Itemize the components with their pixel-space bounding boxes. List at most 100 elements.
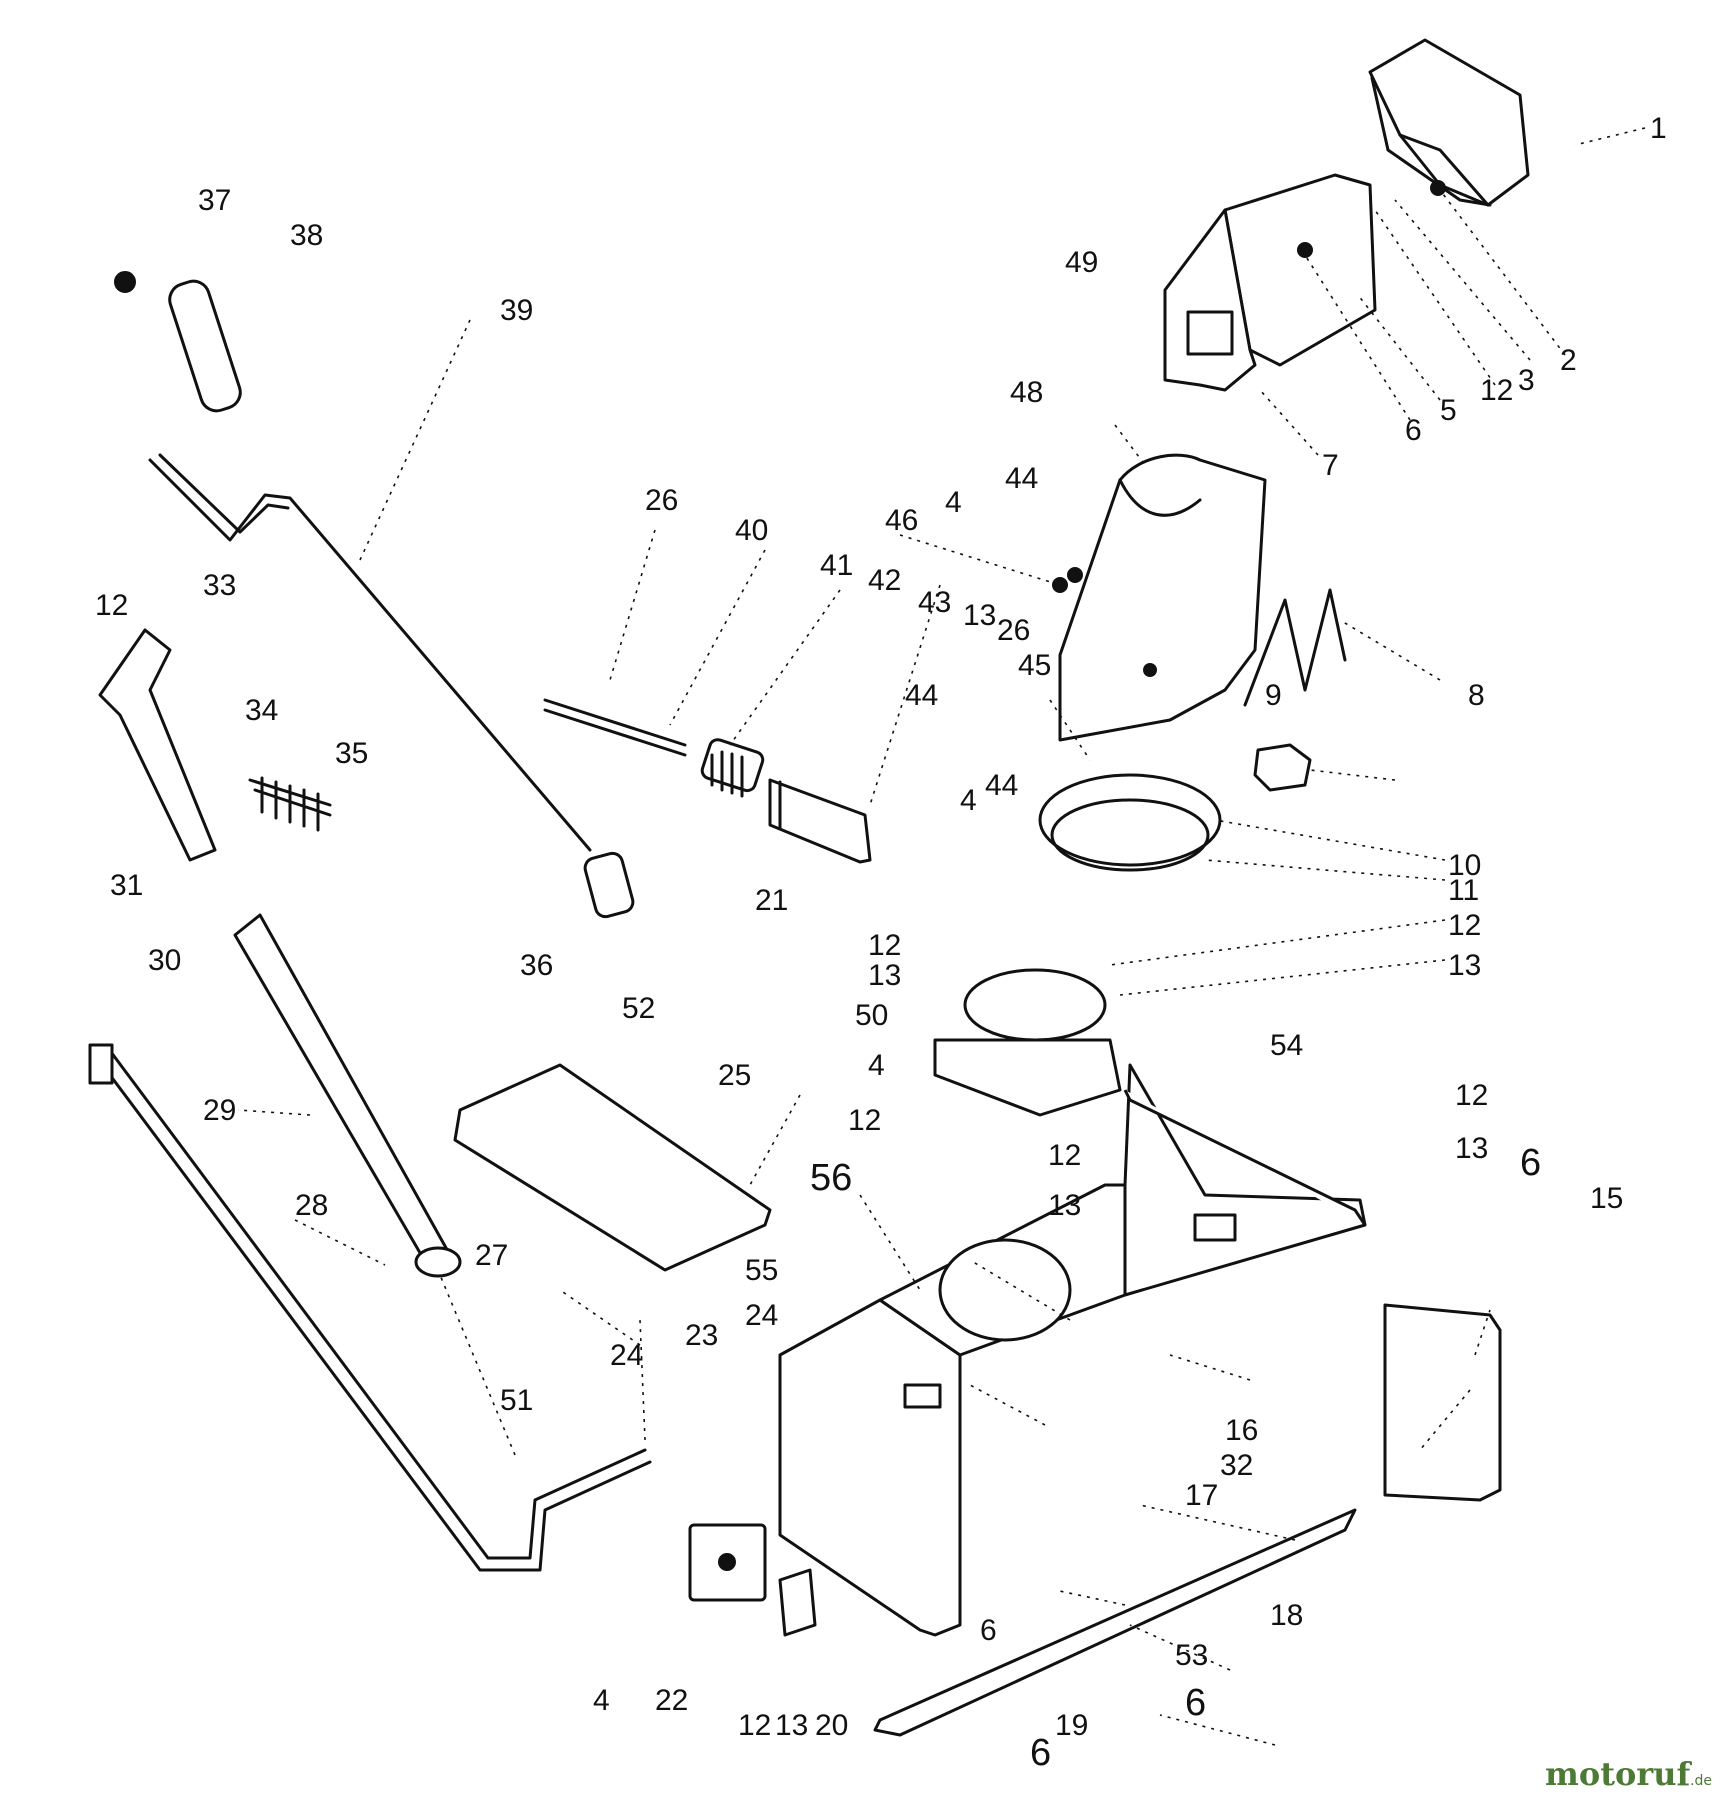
callout-40: 40 <box>735 514 768 547</box>
watermark-logo: motoruf .de <box>1545 1755 1712 1793</box>
callout-21: 21 <box>755 884 788 917</box>
callout-43: 43 <box>918 586 951 619</box>
callout-49: 49 <box>1065 246 1098 279</box>
callout-6e: 6 <box>980 1614 997 1647</box>
callout-13b: 13 <box>963 599 996 632</box>
callout-4c: 4 <box>868 1049 885 1082</box>
callout-6d: 6 <box>1030 1732 1051 1774</box>
callout-22: 22 <box>655 1684 688 1717</box>
callout-5: 5 <box>1440 394 1457 427</box>
callout-2: 2 <box>1560 344 1577 377</box>
callout-12f: 12 <box>848 1104 881 1137</box>
callout-12e: 12 <box>1455 1079 1488 1112</box>
callout-26b: 26 <box>997 614 1030 647</box>
callout-13e: 13 <box>1048 1189 1081 1222</box>
watermark-suffix: .de <box>1690 1773 1712 1789</box>
callout-12d: 12 <box>868 929 901 962</box>
callout-55: 55 <box>745 1254 778 1287</box>
callout-56: 56 <box>810 1157 852 1199</box>
callout-39: 39 <box>500 294 533 327</box>
callout-13d: 13 <box>1455 1132 1488 1165</box>
side-panel-part-15 <box>1383 1303 1502 1502</box>
callout-36: 36 <box>520 949 553 982</box>
bracket-part-22 <box>688 1523 767 1602</box>
callout-13a: 13 <box>1448 949 1481 982</box>
callout-23: 23 <box>685 1319 718 1352</box>
chute-upper-part-49 <box>1163 208 1257 392</box>
crank-rod-part-39 <box>148 453 592 852</box>
callout-45: 45 <box>1018 649 1051 682</box>
chute-ring-part-11 <box>1038 773 1222 872</box>
leader-lines <box>237 127 1646 1746</box>
callout-24a: 24 <box>745 1299 778 1332</box>
callout-44c: 44 <box>905 679 938 712</box>
bracket-part-42 <box>768 778 872 864</box>
callout-53: 53 <box>1175 1639 1208 1672</box>
handle-grip-part-38 <box>114 271 242 413</box>
callout-13c: 13 <box>868 959 901 992</box>
callout-41: 41 <box>820 549 853 582</box>
callout-52: 52 <box>622 992 655 1025</box>
callout-7: 7 <box>1322 449 1339 482</box>
callout-37: 37 <box>198 184 231 217</box>
callout-42: 42 <box>868 564 901 597</box>
spring-part-41 <box>700 738 765 798</box>
callout-4b: 4 <box>960 784 977 817</box>
callout-15: 15 <box>1590 1182 1623 1215</box>
callout-18: 18 <box>1270 1599 1303 1632</box>
callout-8: 8 <box>1468 679 1485 712</box>
callout-24b: 24 <box>610 1339 643 1372</box>
callout-26a: 26 <box>645 484 678 517</box>
callout-11: 11 <box>1448 874 1479 907</box>
callout-17: 17 <box>1185 1479 1218 1512</box>
handle-part-31 <box>98 628 217 862</box>
callout-12a: 12 <box>1480 374 1513 407</box>
chute-lower-part-48 <box>1052 453 1267 742</box>
callout-54: 54 <box>1270 1029 1303 1062</box>
callout-31: 31 <box>110 869 143 902</box>
callout-9: 9 <box>1265 679 1282 712</box>
callout-38: 38 <box>290 219 323 252</box>
chute-deflector-part-1 <box>1368 38 1530 207</box>
callout-6c: 6 <box>1185 1682 1206 1724</box>
callout-20: 20 <box>815 1709 848 1742</box>
callout-3: 3 <box>1518 364 1535 397</box>
callout-46: 46 <box>885 504 918 537</box>
shift-rod-part-40 <box>543 698 687 757</box>
callout-12h: 12 <box>738 1709 771 1742</box>
callout-34: 34 <box>245 694 278 727</box>
callout-12b: 12 <box>1448 909 1481 942</box>
callout-33: 33 <box>203 569 236 602</box>
callout-13f: 13 <box>775 1709 808 1742</box>
callout-12c: 12 <box>95 589 128 622</box>
callout-19: 19 <box>1055 1709 1088 1742</box>
callout-35: 35 <box>335 737 368 770</box>
tube-part-29 <box>233 913 462 1278</box>
callout-44b: 44 <box>985 769 1018 802</box>
callout-50: 50 <box>855 999 888 1032</box>
callout-10: 10 <box>1448 849 1481 882</box>
callout-4a: 4 <box>945 486 962 519</box>
spring-part-35 <box>248 776 332 832</box>
callout-44a: 44 <box>1005 462 1038 495</box>
coupler-part-36 <box>583 851 635 919</box>
chute-spring-part-8 <box>1243 588 1347 707</box>
callout-6a: 6 <box>1405 414 1422 447</box>
skid-assembly-part-25 <box>453 1063 772 1272</box>
callout-32: 32 <box>1220 1449 1253 1482</box>
watermark-brand: motoruf <box>1545 1755 1692 1793</box>
callout-labels: 1 2 3 12 5 6 7 49 48 44 4 46 8 9 45 10 1… <box>95 112 1667 1774</box>
callout-29: 29 <box>203 1094 236 1127</box>
housing-part-23 <box>778 1063 1367 1637</box>
callout-27: 27 <box>475 1239 508 1272</box>
callout-16: 16 <box>1225 1414 1258 1447</box>
callout-28: 28 <box>295 1189 328 1222</box>
scraper-bar-part-18 <box>873 1508 1357 1737</box>
callout-30: 30 <box>148 944 181 977</box>
callout-25: 25 <box>718 1059 751 1092</box>
flange-part-50 <box>933 968 1122 1117</box>
callout-51: 51 <box>500 1384 533 1417</box>
callout-4d: 4 <box>593 1684 610 1717</box>
chute-crank-bracket-part-10 <box>1253 743 1312 792</box>
callout-48: 48 <box>1010 376 1043 409</box>
